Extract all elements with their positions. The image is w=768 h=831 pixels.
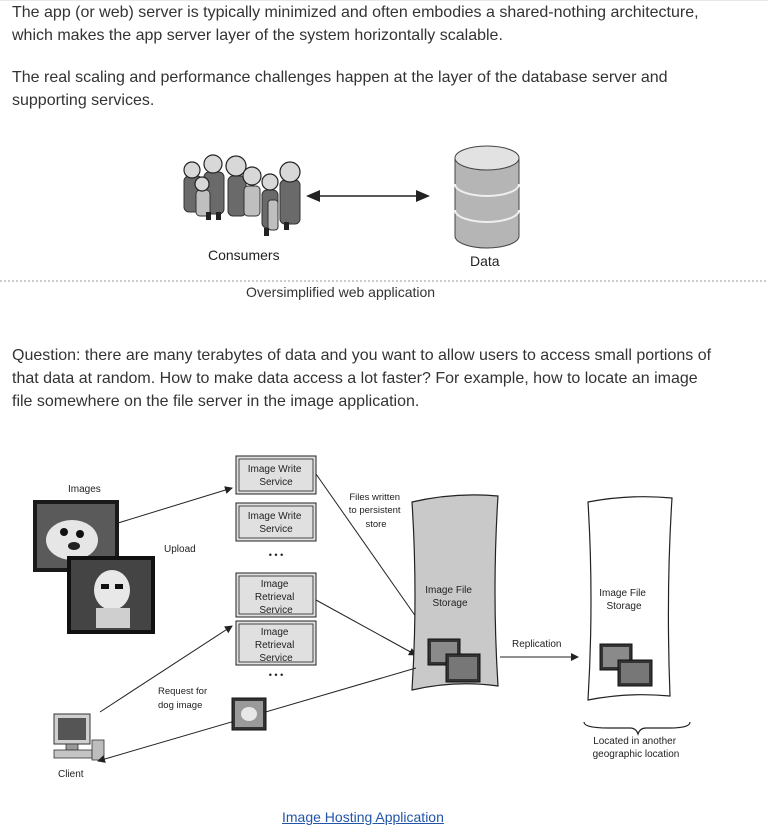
image-retrieval-service-1: Image Retrieval Service [235, 572, 317, 618]
image-retrieval-service-2: Image Retrieval Service [235, 620, 317, 666]
located-label: Located in another geographic location [593, 736, 680, 760]
retrieval-to-storage-arrow [315, 599, 417, 656]
figure-oversimplified-web-app: Consumers Data Oversimplified web applic… [0, 145, 768, 300]
upload-arrow [117, 486, 233, 524]
upload-label: Upload [164, 544, 196, 555]
double-arrow-icon [306, 190, 430, 202]
paragraph-scaling-challenges: The real scaling and performance challen… [12, 69, 668, 109]
request-arrow [99, 625, 233, 713]
image-hosting-application-link[interactable]: Image Hosting Application [282, 809, 444, 825]
paragraph-question: Question: there are many terabytes of da… [12, 347, 712, 410]
files-written-label: Files written to persistent store [349, 492, 403, 530]
svg-text:Image File Storage: Image File Storage [425, 585, 474, 609]
image-file-storage-primary: Image File Storage [411, 494, 499, 691]
brace-icon [583, 721, 691, 736]
retrieval-ellipsis: • • • [269, 670, 283, 680]
image-write-service-2: Image Write Service [235, 502, 317, 542]
figure1-caption: Oversimplified web application [246, 284, 435, 300]
data-label: Data [470, 253, 500, 269]
database-icon [454, 145, 520, 249]
stormtrooper-photo-icon [67, 556, 155, 634]
image-file-storage-replica: Image File Storage [587, 496, 673, 701]
replication-label: Replication [512, 639, 561, 650]
svg-text:Image Write Service: Image Write Service [248, 511, 305, 535]
figure-image-hosting-app: Images Upload Image Write Service Image … [33, 455, 691, 780]
consumers-label: Consumers [208, 247, 280, 263]
svg-text:Image Retrieval Se: Image Retrieval Service [255, 579, 297, 616]
consumers-icon [183, 154, 301, 236]
write-to-storage-arrow [315, 473, 429, 635]
request-label: Request for dog image [158, 686, 210, 711]
write-ellipsis: • • • [269, 550, 283, 560]
client-label: Client [58, 769, 84, 780]
svg-text:Image Write Service: Image Write Service [248, 464, 305, 488]
top-divider [0, 0, 768, 1]
image-write-service-1: Image Write Service [235, 455, 317, 495]
svg-text:Image File Storage: Image File Storage [599, 588, 648, 612]
dog-thumbnail-icon [231, 697, 267, 731]
images-label: Images [68, 484, 101, 495]
client-computer-icon [53, 713, 105, 761]
paragraph-app-server: The app (or web) server is typically min… [12, 4, 699, 44]
svg-text:Image Retrieval Se: Image Retrieval Service [255, 627, 297, 664]
